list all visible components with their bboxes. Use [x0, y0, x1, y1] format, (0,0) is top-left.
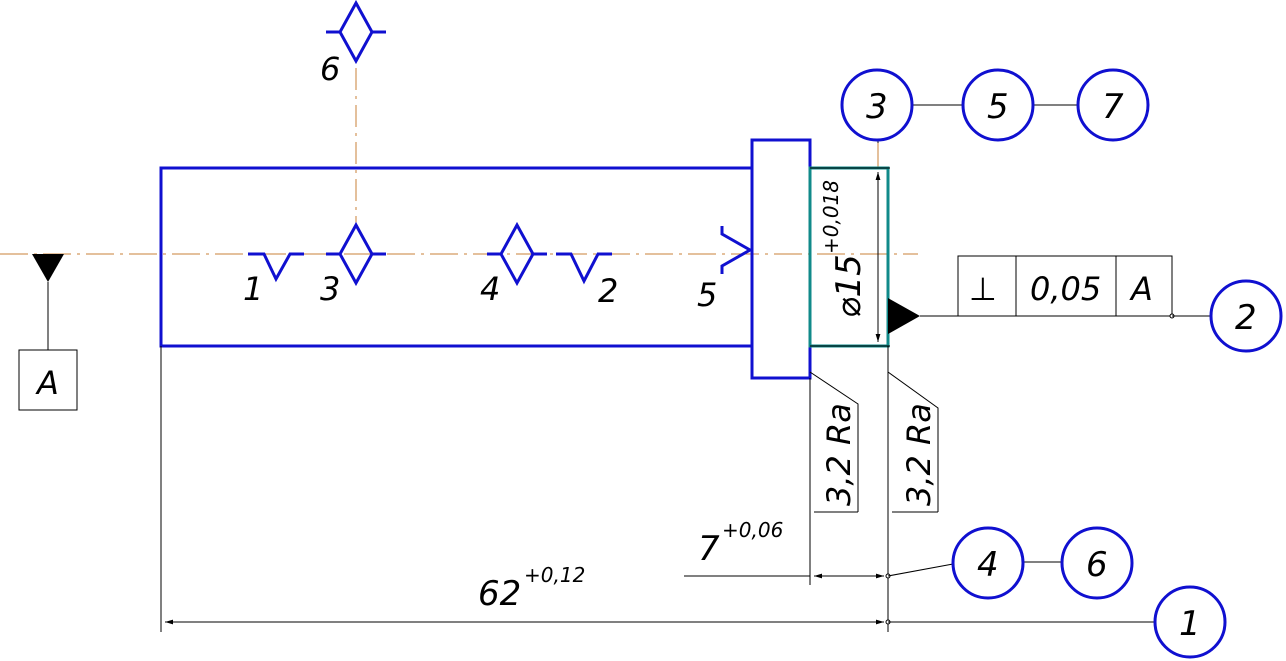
- shaft-collar: [750, 138, 812, 380]
- base-mark-4-label: 4: [480, 270, 500, 308]
- base-mark-1-label: 1: [243, 270, 263, 308]
- check-symbol: [248, 252, 304, 283]
- callout-3-label: 3: [866, 87, 888, 127]
- tolerance-frame: ⊥ 0,05 A: [888, 255, 1211, 334]
- callout-7: 7: [1076, 68, 1150, 142]
- diamond-symbol: [499, 221, 535, 287]
- callout-2-label: 2: [1235, 298, 1257, 338]
- frame-value: 0,05: [1030, 270, 1101, 308]
- base-mark-5-label: 5: [697, 276, 717, 314]
- base-mark-6: 6: [320, 0, 386, 88]
- base-mark-6-label: 6: [320, 50, 340, 88]
- dimension-length: 62 +0,12: [165, 563, 1155, 625]
- base-mark-5: 5: [697, 226, 754, 314]
- callout-4-label: 4: [977, 545, 999, 585]
- base-mark-1: 1: [243, 252, 304, 308]
- roughness-left: 3,2 Ra: [809, 371, 859, 513]
- base-mark-4: 4: [480, 221, 547, 308]
- roughness-right: 3,2 Ra: [887, 371, 939, 513]
- diameter-value: ⌀15: [829, 254, 869, 318]
- callout-5-label: 5: [987, 87, 1009, 127]
- part-outline: [159, 138, 812, 380]
- callout-6-label: 6: [1086, 545, 1108, 585]
- roughness-left-value: 3,2 Ra: [820, 403, 858, 506]
- shoulder-tolerance: +0,06: [722, 518, 783, 542]
- length-value: 62: [478, 574, 521, 614]
- frame-datum: A: [1129, 270, 1153, 308]
- base-mark-3-label: 3: [320, 270, 340, 308]
- diameter-tolerance: +0,018: [819, 180, 843, 254]
- datum-triangle: [32, 254, 64, 282]
- callout-5: 5: [961, 68, 1035, 142]
- shaft-body: [159, 166, 754, 348]
- length-tolerance: +0,12: [524, 563, 585, 587]
- diamond-symbol: [338, 0, 374, 65]
- datum-label: A: [35, 364, 59, 402]
- roughness-right-value: 3,2 Ra: [900, 403, 938, 506]
- shoulder-value: 7: [698, 529, 720, 569]
- dimension-shoulder: 7 +0,06: [684, 518, 954, 579]
- callout-3: 3: [840, 68, 914, 142]
- diameter-dimension: ⌀15 +0,018: [810, 167, 890, 347]
- callout-6: 6: [1060, 526, 1134, 600]
- callout-2: 2: [1209, 279, 1283, 353]
- diamond-symbol: [338, 221, 374, 287]
- callout-1-label: 1: [1179, 604, 1201, 644]
- base-mark-3: 3: [320, 221, 386, 308]
- callout-1: 1: [1153, 585, 1227, 659]
- frame-leader-triangle: [888, 298, 920, 334]
- check-vertical-symbol: [720, 226, 754, 274]
- callout-7-label: 7: [1102, 87, 1124, 127]
- base-mark-2: 2: [556, 252, 618, 310]
- datum-box: [18, 349, 78, 411]
- base-mark-2-label: 2: [598, 272, 618, 310]
- frame-symbol: ⊥: [969, 270, 997, 308]
- callout-4: 4: [951, 526, 1025, 600]
- check-symbol: [556, 252, 612, 285]
- datum-a: A: [18, 254, 78, 411]
